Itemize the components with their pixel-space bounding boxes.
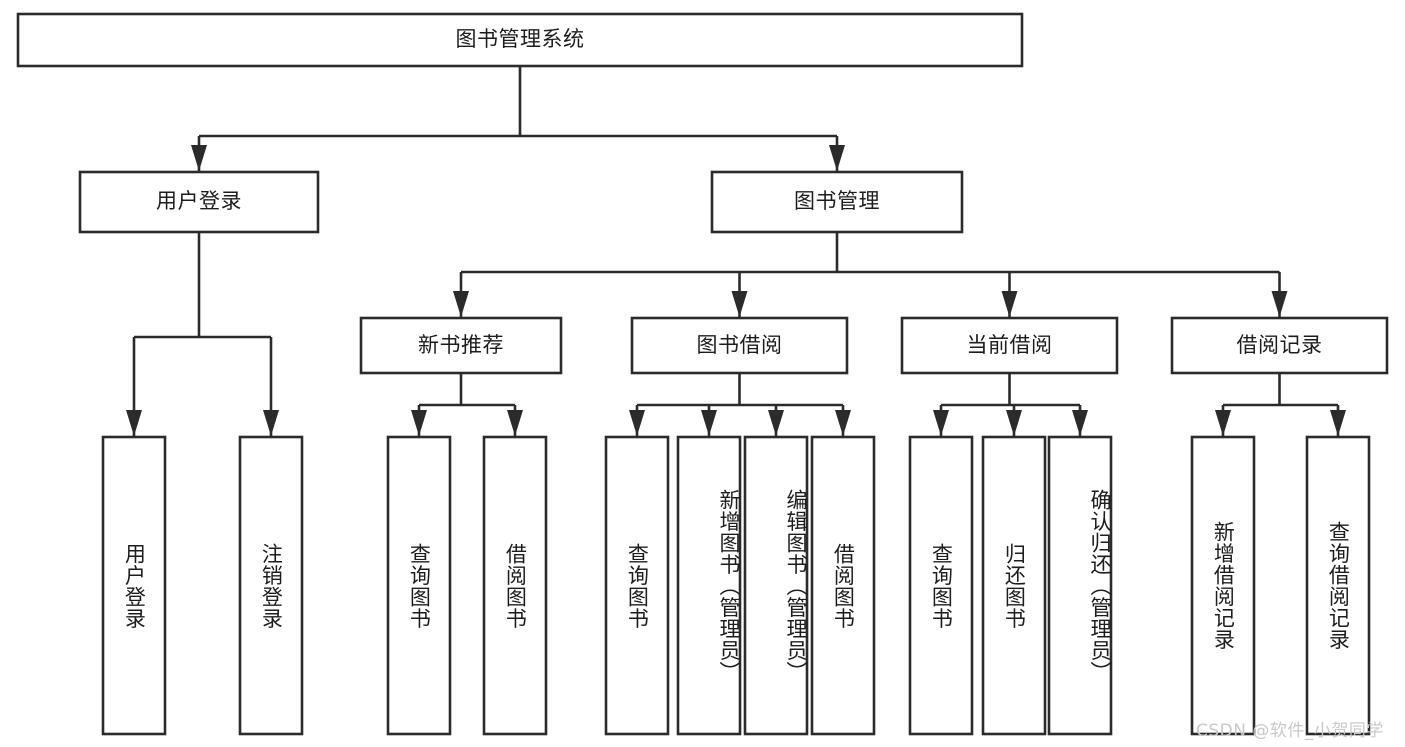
arrow-head-icon-leaf-logout-login xyxy=(263,410,279,436)
node-box-root[interactable] xyxy=(16,12,1024,68)
arrow-head-icon-leaf-return-book xyxy=(1006,410,1022,436)
arrow-head-icon-borrow-record xyxy=(1271,291,1288,317)
node-box-book-management[interactable] xyxy=(710,170,964,234)
node-box-leaf-query-book-3[interactable] xyxy=(908,435,974,736)
node-box-leaf-logout-login[interactable] xyxy=(238,435,304,736)
node-box-leaf-query-book-1[interactable] xyxy=(386,435,452,736)
node-box-user-login[interactable] xyxy=(78,170,320,234)
arrow-head-icon-leaf-user-login xyxy=(126,410,142,436)
arrow-head-icon-leaf-add-borrow-record xyxy=(1215,410,1231,436)
node-box-leaf-add-borrow-record[interactable] xyxy=(1190,435,1256,736)
node-box-leaf-edit-book-admin[interactable] xyxy=(743,435,809,736)
arrow-head-icon-leaf-edit-book-admin xyxy=(768,410,784,436)
arrow-head-icon-book-borrow xyxy=(731,291,748,317)
node-box-borrow-record[interactable] xyxy=(1170,316,1389,375)
node-box-leaf-borrow-book-2[interactable] xyxy=(810,435,876,736)
node-box-book-borrow[interactable] xyxy=(630,316,849,375)
arrow-head-icon-leaf-query-borrow-record xyxy=(1330,410,1346,436)
node-box-new-book-recommend[interactable] xyxy=(359,316,563,375)
node-box-leaf-return-book[interactable] xyxy=(981,435,1047,736)
node-box-leaf-query-borrow-record[interactable] xyxy=(1305,435,1371,736)
node-box-leaf-query-book-2[interactable] xyxy=(604,435,670,736)
arrow-head-icon-leaf-confirm-return-admin xyxy=(1072,410,1088,436)
node-box-leaf-add-book-admin[interactable] xyxy=(676,435,742,736)
connector-layer xyxy=(126,66,1346,436)
arrow-head-icon-new-book-recommend xyxy=(453,291,469,317)
arrow-head-icon-leaf-add-book-admin xyxy=(701,410,717,436)
arrow-head-icon-current-borrow xyxy=(1001,291,1018,317)
arrow-head-icon-leaf-borrow-book-2 xyxy=(835,410,851,436)
arrow-head-icon-leaf-borrow-book-1 xyxy=(507,410,523,436)
arrow-head-icon-leaf-query-book-1 xyxy=(411,410,427,436)
arrow-head-icon-book-management xyxy=(829,145,845,171)
node-box-leaf-borrow-book-1[interactable] xyxy=(482,435,548,736)
arrow-head-icon-user-login xyxy=(191,145,207,171)
arrow-head-icon-leaf-query-book-2 xyxy=(629,410,645,436)
arrow-head-icon-leaf-query-book-3 xyxy=(933,410,949,436)
node-box-current-borrow[interactable] xyxy=(900,316,1119,375)
node-box-leaf-confirm-return-admin[interactable] xyxy=(1047,435,1113,736)
node-box-leaf-user-login[interactable] xyxy=(101,435,167,736)
box-layer xyxy=(16,12,1389,736)
